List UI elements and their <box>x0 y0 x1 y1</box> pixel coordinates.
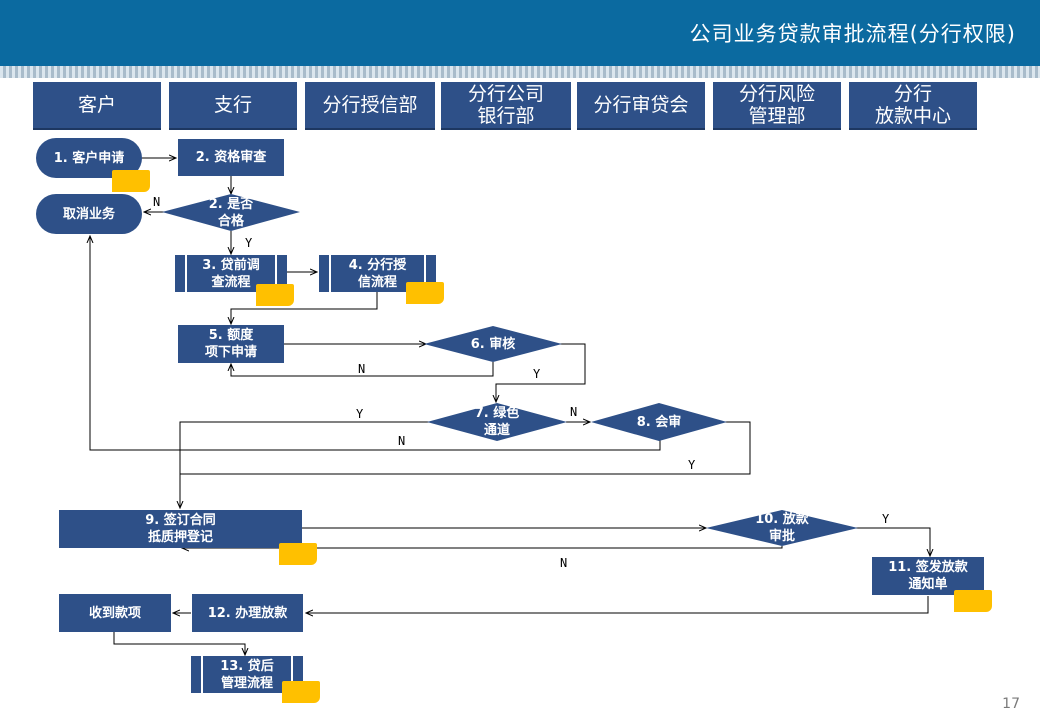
note-marker <box>279 543 317 565</box>
header-divider <box>0 66 1040 78</box>
step-label: 3. 贷前调 查流程 <box>202 257 260 290</box>
edge-label-y: Y <box>688 458 696 472</box>
step-label: 收到款项 <box>88 605 141 621</box>
edge-label-n: N <box>398 434 406 448</box>
decision-qualified-diamond <box>162 194 300 231</box>
edge-label-n: N <box>153 195 161 209</box>
lane-label: 支行 <box>213 94 252 116</box>
note-marker <box>954 590 992 612</box>
decision-disbursement-approval-label: 10. 放款 审批 <box>755 512 809 544</box>
step-label: 2. 资格审查 <box>195 150 267 165</box>
step-label: 5. 额度 项下申请 <box>204 328 257 360</box>
lane-corporate-banking: 分行公司 银行部 <box>441 82 571 130</box>
lane-disbursement-center: 分行 放款中心 <box>849 82 977 130</box>
step-label: 取消业务 <box>62 206 115 222</box>
decision-disbursement-approval-diamond <box>706 510 858 546</box>
step-receive-funds[interactable]: 收到款项 <box>59 594 171 632</box>
lane-label: 分行公司 银行部 <box>467 83 544 127</box>
decision-review-label: 6. 审核 <box>470 336 516 352</box>
note-marker <box>112 170 150 192</box>
step-issue-disbursement-notice[interactable]: 11. 签发放款 通知单 <box>872 557 984 595</box>
lane-label: 分行风险 管理部 <box>738 83 815 127</box>
step-label: 11. 签发放款 通知单 <box>888 560 968 592</box>
decision-qualified-label: 2. 是否 合格 <box>208 197 254 229</box>
edge-label-y: Y <box>356 407 364 421</box>
step-sign-contract-registration[interactable]: 9. 签订合同 抵质押登记 <box>59 510 302 548</box>
lane-label: 分行授信部 <box>322 94 418 116</box>
step-label: 13. 贷后 管理流程 <box>220 658 274 691</box>
step-label: 1. 客户申请 <box>53 150 125 166</box>
step-handle-disbursement[interactable]: 12. 办理放款 <box>192 594 303 632</box>
step-label: 12. 办理放款 <box>207 605 288 621</box>
edge-label-n: N <box>560 556 568 570</box>
decision-joint-review-label: 8. 会审 <box>636 414 682 430</box>
edge-label-y: Y <box>245 236 253 250</box>
lane-label: 分行 放款中心 <box>874 83 951 127</box>
note-marker <box>406 282 444 304</box>
page-number: 17 <box>1002 696 1020 712</box>
step-limit-application[interactable]: 5. 额度 项下申请 <box>178 325 284 363</box>
step-label: 4. 分行授 信流程 <box>348 257 407 290</box>
lane-customer: 客户 <box>33 82 161 130</box>
step-label: 9. 签订合同 抵质押登记 <box>145 513 216 545</box>
edge-label-n: N <box>358 362 366 376</box>
edge-label-n: N <box>570 405 578 419</box>
decision-green-channel-label: 7. 绿色 通道 <box>474 406 520 438</box>
step-cancel-business[interactable]: 取消业务 <box>36 194 142 234</box>
page-title: 公司业务贷款审批流程(分行权限) <box>689 22 1016 46</box>
decision-joint-review-diamond <box>591 403 727 441</box>
lane-loan-committee: 分行审贷会 <box>577 82 705 130</box>
lane-label: 分行审贷会 <box>593 94 689 116</box>
lane-credit-dept: 分行授信部 <box>305 82 435 130</box>
lane-label: 客户 <box>77 94 116 116</box>
lane-risk-dept: 分行风险 管理部 <box>713 82 841 130</box>
note-marker <box>256 284 294 306</box>
decision-review-diamond <box>424 326 562 362</box>
note-marker <box>282 681 320 703</box>
lane-branch: 支行 <box>169 82 297 130</box>
step-qualification-review[interactable]: 2. 资格审查 <box>178 139 284 176</box>
decision-green-channel-diamond <box>427 403 567 441</box>
edge-label-y: Y <box>533 367 541 381</box>
header-bar: 公司业务贷款审批流程(分行权限) <box>0 0 1040 66</box>
edge-label-y: Y <box>882 512 890 526</box>
